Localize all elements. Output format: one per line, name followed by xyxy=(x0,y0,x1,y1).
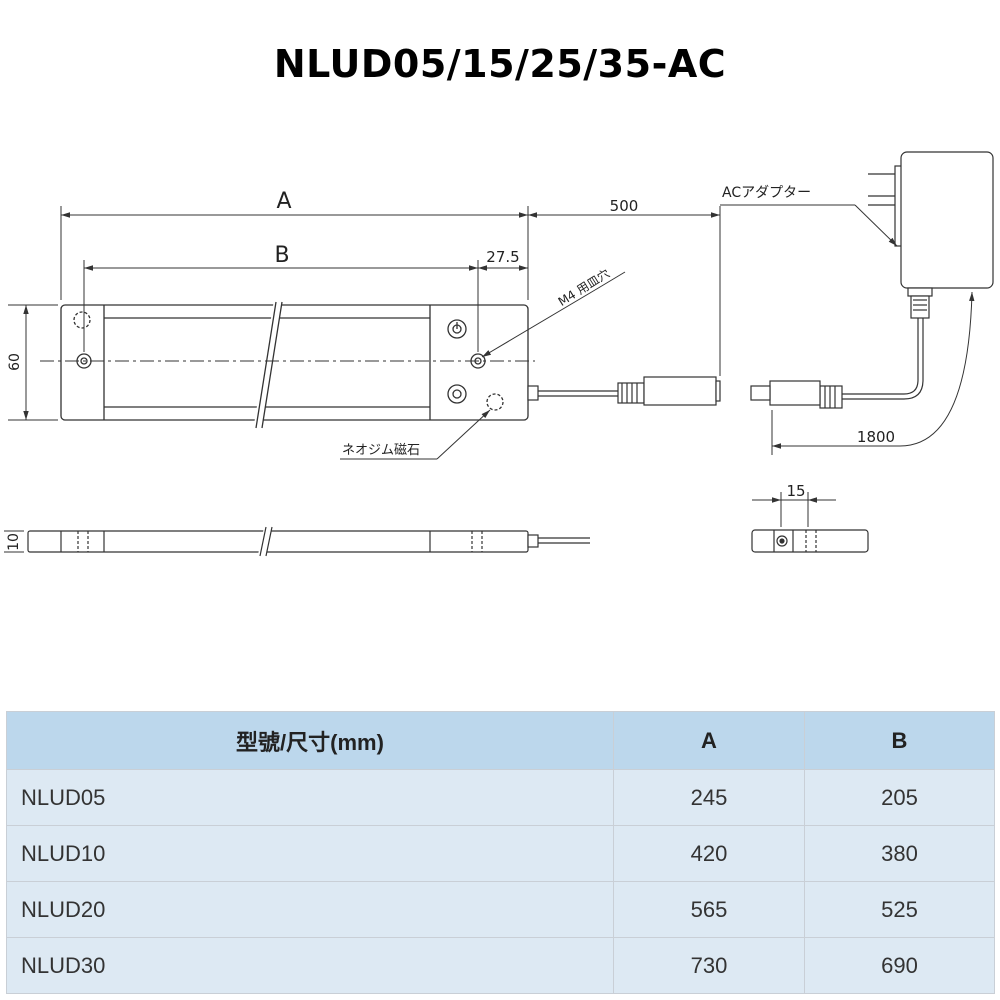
adapter-cable xyxy=(842,318,924,400)
magnet-hole-left xyxy=(73,311,91,329)
header-model-size: 型號/尺寸(mm) xyxy=(6,711,614,770)
screw-top-icon xyxy=(447,319,467,339)
mount-hole-right xyxy=(470,353,486,369)
screw-bottom-icon xyxy=(447,384,467,404)
cable-connector xyxy=(527,376,721,406)
cell-model: NLUD20 xyxy=(6,881,614,938)
table-row: NLUD30 730 690 xyxy=(6,937,995,994)
table-row: NLUD05 245 205 xyxy=(6,769,995,826)
table-row: NLUD10 420 380 xyxy=(6,825,995,882)
table-row: NLUD20 565 525 xyxy=(6,881,995,938)
dimension-lines xyxy=(8,206,721,460)
dim-label-60: 60 xyxy=(7,353,23,371)
cell-a: 420 xyxy=(613,825,805,882)
header-a: A xyxy=(613,711,805,770)
mount-hole-left xyxy=(76,353,92,369)
dim-label-b: B xyxy=(274,243,289,268)
dimension-table: 型號/尺寸(mm) A B NLUD05 245 205 NLUD10 420 … xyxy=(6,711,995,994)
leader-m4 xyxy=(481,289,596,358)
magnet-label: ネオジム磁石 xyxy=(342,443,420,458)
m4-hole-label: M4 用皿穴 xyxy=(555,266,612,309)
cell-a: 245 xyxy=(613,769,805,826)
cell-model: NLUD10 xyxy=(6,825,614,882)
cell-model: NLUD30 xyxy=(6,937,614,994)
bar-side-view xyxy=(27,526,590,557)
break-mark xyxy=(254,299,282,426)
bar-top-view xyxy=(40,299,535,429)
cell-a: 730 xyxy=(613,937,805,994)
dim-label-15: 15 xyxy=(786,482,805,500)
magnet-hole-right xyxy=(486,393,504,411)
page-title: NLUD05/15/25/35-AC xyxy=(273,42,727,86)
bar-end-view xyxy=(751,529,869,553)
dim-label-500: 500 xyxy=(610,197,639,215)
cell-b: 380 xyxy=(804,825,995,882)
dim-label-a: A xyxy=(276,189,291,214)
dim-line-1800 xyxy=(772,291,975,449)
dim-label-1800: 1800 xyxy=(857,428,895,446)
cell-b: 525 xyxy=(804,881,995,938)
header-b: B xyxy=(804,711,995,770)
cell-b: 205 xyxy=(804,769,995,826)
technical-drawing: A 500 B 27.5 60 M4 用皿穴 ネオジム磁石 ACアダプター 18… xyxy=(4,151,994,557)
cell-b: 690 xyxy=(804,937,995,994)
leader-magnet xyxy=(436,409,491,460)
bar-outline xyxy=(60,304,529,421)
dim-label-27-5: 27.5 xyxy=(486,248,519,266)
adapter-label: ACアダプター xyxy=(722,185,811,201)
cell-model: NLUD05 xyxy=(6,769,614,826)
dim-label-10: 10 xyxy=(6,533,22,551)
table-header-row: 型號/尺寸(mm) A B xyxy=(6,711,995,770)
cell-a: 565 xyxy=(613,881,805,938)
